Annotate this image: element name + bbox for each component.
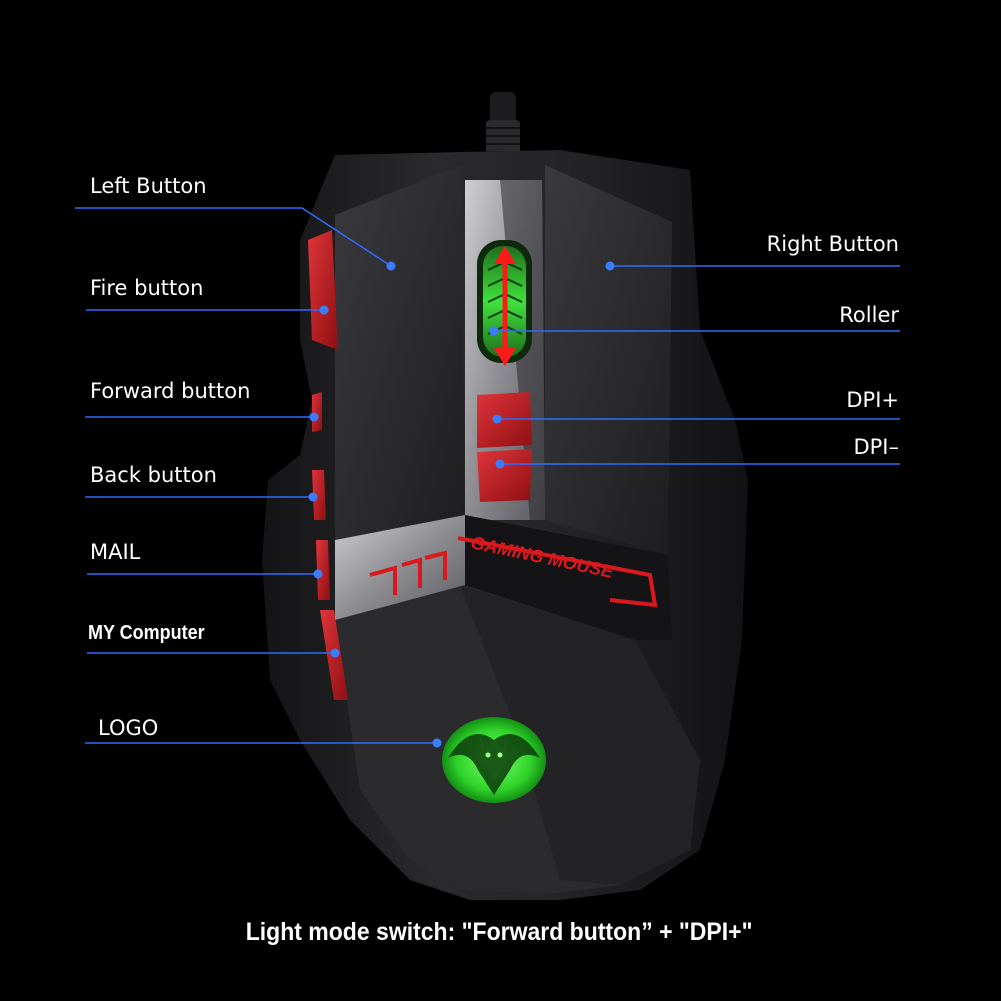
label-dpi-minus: DPI– bbox=[853, 435, 899, 459]
label-left-button: Left Button bbox=[90, 174, 207, 198]
mail-side-button[interactable] bbox=[316, 540, 330, 600]
left-button-leader bbox=[75, 207, 392, 267]
decal-red-marks bbox=[369, 536, 658, 608]
right-button[interactable] bbox=[545, 165, 672, 555]
fire-button[interactable] bbox=[308, 230, 338, 350]
label-forward-button: Forward button bbox=[90, 379, 251, 403]
palm-rest-shadow bbox=[460, 585, 700, 885]
up-down-arrow-icon bbox=[494, 246, 516, 366]
label-logo: LOGO bbox=[98, 716, 159, 740]
label-roller: Roller bbox=[839, 303, 899, 327]
label-mail: MAIL bbox=[90, 540, 141, 564]
decal-band-dark bbox=[465, 515, 672, 640]
dpi-minus-button[interactable] bbox=[477, 449, 532, 502]
light-mode-caption: Light mode switch: "Forward button” + "D… bbox=[245, 918, 753, 946]
leader-dots bbox=[308, 261, 615, 748]
dpi-plus-button[interactable] bbox=[477, 392, 532, 448]
label-dpi-plus: DPI+ bbox=[846, 388, 899, 412]
label-back-button: Back button bbox=[90, 463, 217, 487]
label-right-button: Right Button bbox=[766, 232, 899, 256]
decal-band-silver bbox=[335, 515, 465, 620]
label-my-computer: MY Computer bbox=[88, 622, 205, 644]
bat-emblem-icon bbox=[442, 717, 546, 803]
label-fire-button: Fire button bbox=[90, 276, 204, 300]
back-side-button[interactable] bbox=[312, 470, 326, 520]
leader-lines bbox=[75, 207, 900, 744]
left-button[interactable] bbox=[335, 165, 465, 560]
forward-side-button[interactable] bbox=[312, 392, 322, 432]
